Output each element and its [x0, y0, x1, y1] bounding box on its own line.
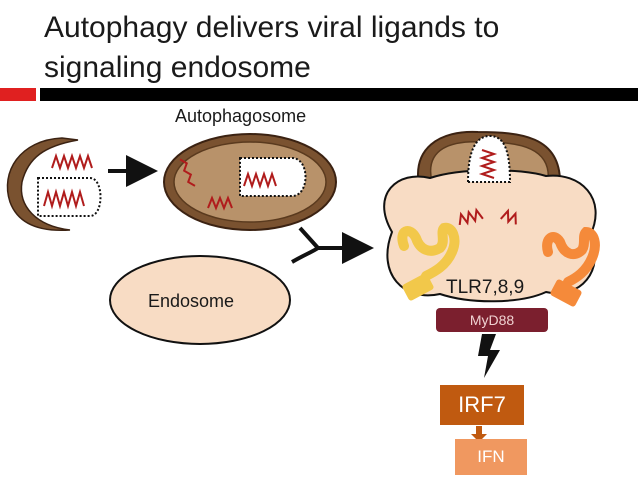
lightning-bolt-icon	[478, 334, 500, 378]
autophagosome	[163, 133, 337, 231]
ifn-box: IFN	[455, 439, 527, 475]
viral-rna-autophagosome-2	[243, 170, 277, 190]
title-underline-bar	[40, 88, 638, 101]
tlr-receptor-orange	[542, 226, 600, 307]
fusion-arrow	[291, 226, 374, 264]
endosome-label: Endosome	[148, 291, 235, 311]
viral-rna-cargo	[43, 188, 85, 210]
irf7-box: IRF7	[440, 385, 524, 425]
slide-title-line-1: Autophagy delivers viral ligands to	[44, 11, 500, 44]
slide-title: Autophagy delivers viral ligands to sign…	[44, 8, 624, 88]
signaling-endosome	[383, 130, 597, 303]
slide-title-line-2: signaling endosome	[44, 51, 311, 84]
signaling-endosome-cargo-compartment	[466, 134, 512, 183]
cytoplasmic-cargo-compartment	[37, 177, 102, 217]
phagophore-membrane	[6, 137, 79, 232]
title-accent-red-bar	[0, 88, 36, 101]
viral-rna-autophagosome-1	[179, 158, 196, 187]
tlr-label: TLR7,8,9	[446, 277, 525, 298]
viral-rna-signaling-1	[478, 149, 498, 179]
myd88-box: MyD88	[436, 308, 548, 332]
autophagosome-label: Autophagosome	[175, 106, 307, 126]
endosome	[109, 255, 291, 345]
arrow-irf7-to-ifn	[471, 426, 487, 442]
tlr-receptor-yellow	[397, 222, 460, 301]
viral-rna-autophagosome-3	[207, 195, 233, 211]
viral-rna-signaling-3	[500, 208, 517, 225]
viral-rna-signaling-2	[458, 207, 484, 226]
viral-rna-free	[51, 152, 93, 172]
